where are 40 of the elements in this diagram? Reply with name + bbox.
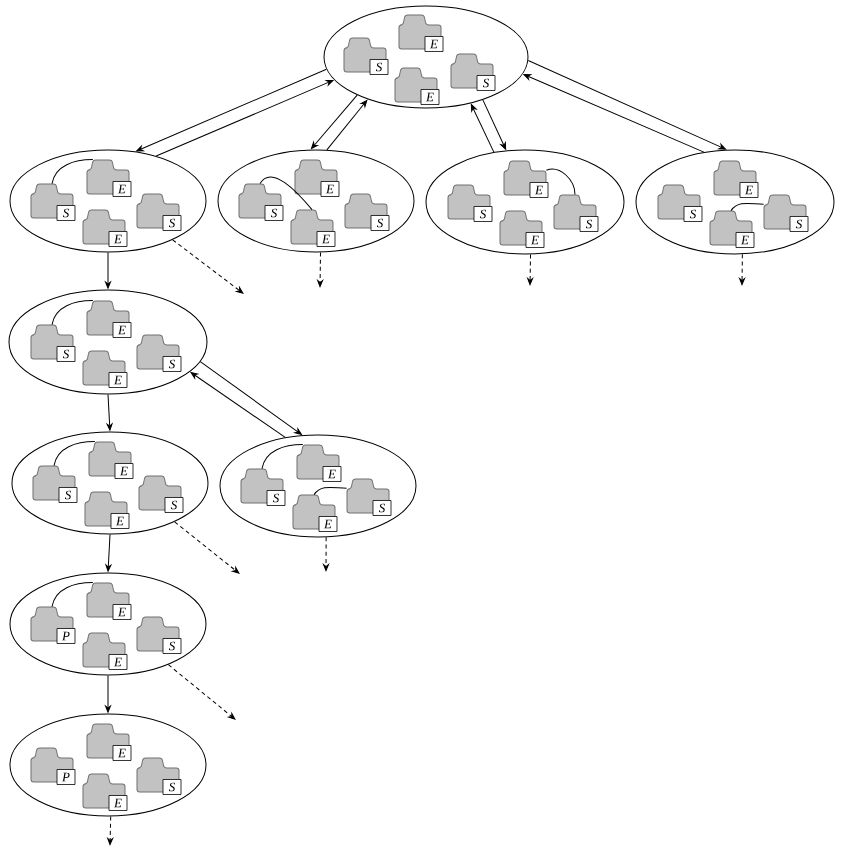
arrow — [527, 60, 726, 150]
state-ellipse — [11, 431, 209, 535]
state-ellipse — [219, 434, 417, 538]
arrow — [190, 372, 286, 438]
state-ellipse — [9, 713, 207, 817]
arrow — [523, 74, 705, 153]
link-curve — [545, 168, 576, 196]
state-ellipse — [217, 149, 415, 253]
link-curve — [261, 444, 304, 470]
link-curve — [730, 202, 765, 212]
dashed-arrow — [323, 536, 329, 572]
dashed-arrow — [527, 253, 534, 286]
arrow — [136, 68, 327, 152]
arrow — [482, 99, 507, 150]
arrow — [105, 252, 111, 289]
arrow — [326, 99, 368, 151]
link-curve — [51, 159, 94, 185]
dashed-arrow — [167, 664, 236, 720]
arrow — [470, 104, 495, 153]
dashed-arrow — [174, 521, 240, 574]
link-curve — [51, 582, 94, 608]
dashed-arrow — [739, 253, 746, 286]
arrow — [105, 675, 111, 713]
dashed-arrow — [317, 251, 324, 288]
state-ellipse — [425, 149, 625, 255]
link-curve — [313, 486, 348, 496]
arrow — [106, 394, 113, 431]
arrow — [310, 94, 358, 150]
link-curve — [51, 300, 94, 326]
arrow — [155, 79, 334, 157]
dashed-arrow — [172, 239, 244, 294]
state-ellipse — [8, 289, 208, 395]
state-ellipse — [9, 149, 207, 253]
state-ellipse — [9, 572, 207, 676]
link-curve — [53, 441, 96, 467]
state-ellipse — [635, 149, 835, 255]
arrow — [199, 361, 302, 435]
arrow — [105, 534, 112, 572]
dashed-arrow — [107, 816, 114, 846]
state-ellipse — [323, 5, 529, 109]
